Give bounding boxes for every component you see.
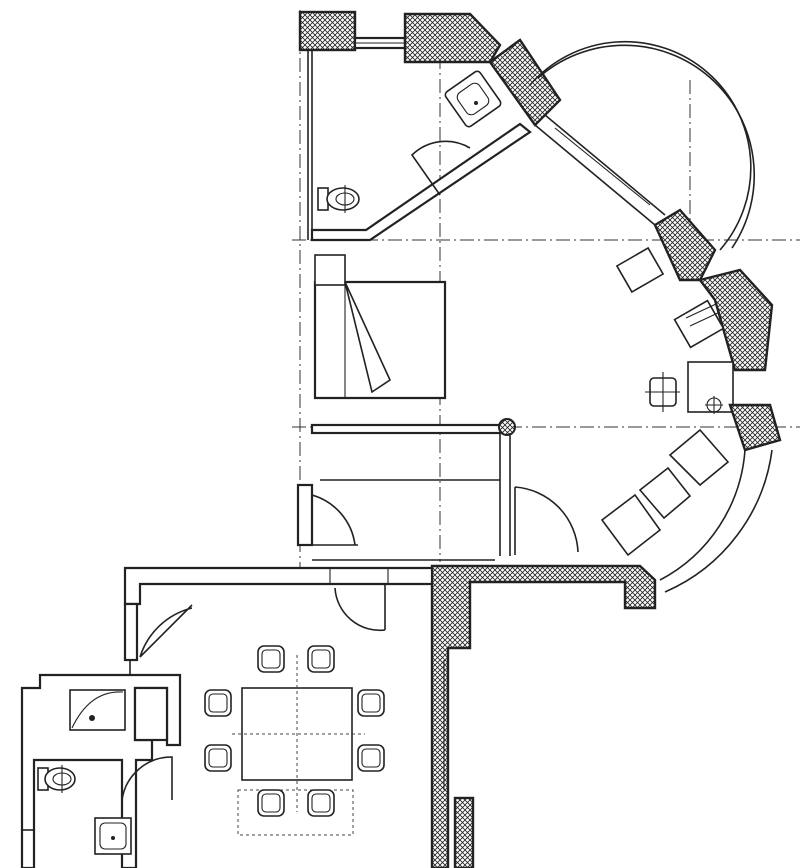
desk-area xyxy=(615,246,734,414)
bed xyxy=(313,280,447,400)
bathroom-diagonal-partition xyxy=(310,122,532,242)
door-shower-room xyxy=(121,756,173,801)
bed-cover-fold xyxy=(344,281,392,394)
bedroom-partition xyxy=(310,418,516,556)
chair xyxy=(307,645,335,673)
wall-block-top-right xyxy=(403,12,502,64)
door-sitting xyxy=(514,486,579,555)
shower-tray xyxy=(69,689,126,731)
chair xyxy=(204,744,232,772)
chair xyxy=(357,689,385,717)
wall-block-top-left xyxy=(298,10,357,52)
bedroom xyxy=(313,254,447,400)
chair xyxy=(257,645,285,673)
pillow xyxy=(314,254,346,286)
chair xyxy=(307,789,335,817)
coffee-table xyxy=(638,466,692,520)
corridor-door xyxy=(296,483,495,561)
sitting-area xyxy=(514,403,782,593)
main-thick-wall xyxy=(430,564,657,868)
chair xyxy=(257,789,285,817)
armchair-1 xyxy=(668,428,730,487)
shower-room xyxy=(20,673,182,868)
facade-diagonal xyxy=(488,38,774,372)
chair xyxy=(357,744,385,772)
dining-room-walls xyxy=(123,566,434,678)
desk xyxy=(687,361,734,413)
washbasin xyxy=(444,70,502,128)
lamp-symbol xyxy=(705,396,723,414)
door-entrance xyxy=(334,585,386,632)
round-balcony xyxy=(529,40,756,251)
toilet-upper xyxy=(317,185,360,213)
dining-set xyxy=(204,645,385,836)
armchair-2 xyxy=(600,493,662,557)
chair xyxy=(204,689,232,717)
armchair-small xyxy=(615,246,665,294)
bathroom-door xyxy=(410,140,471,196)
door-dining xyxy=(139,604,193,658)
washbasin-lower xyxy=(94,817,132,855)
desk-chair xyxy=(645,372,680,412)
upper-bathroom xyxy=(298,10,532,242)
toilet-lower xyxy=(37,765,76,793)
